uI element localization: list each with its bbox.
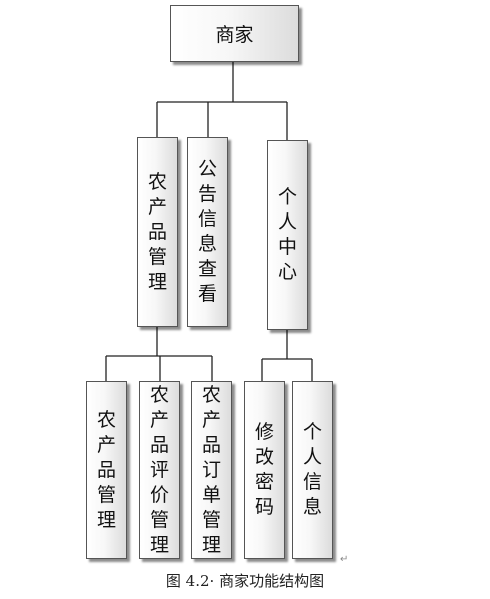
- node-personal-center-label: 个人中心: [278, 186, 298, 283]
- node-personal-center: 个人中心: [267, 140, 308, 330]
- node-product-management-sub: 农产品管理: [86, 381, 127, 559]
- node-personal-info-label: 个人信息: [303, 421, 323, 518]
- node-change-password-label: 修改密码: [255, 421, 275, 518]
- node-notice-view: 公告信息查看: [187, 137, 228, 327]
- node-personal-info: 个人信息: [292, 381, 333, 559]
- node-change-password: 修改密码: [244, 381, 285, 559]
- node-notice-view-label: 公告信息查看: [198, 158, 218, 305]
- node-product-review-management-label: 农产品评价管理: [150, 383, 170, 556]
- node-product-order-management: 农产品订单管理: [191, 381, 232, 559]
- root-node-label: 商家: [215, 24, 254, 46]
- node-product-review-management: 农产品评价管理: [139, 381, 180, 559]
- figure-caption: 图 4.2· 商家功能结构图: [165, 572, 325, 590]
- paragraph-mark: ↵: [340, 554, 349, 565]
- node-product-management-label: 农产品管理: [148, 170, 168, 293]
- node-product-management: 农产品管理: [137, 137, 178, 327]
- root-node-merchant: 商家: [170, 5, 299, 62]
- node-product-order-management-label: 农产品订单管理: [202, 383, 222, 556]
- node-product-management-sub-label: 农产品管理: [97, 408, 117, 531]
